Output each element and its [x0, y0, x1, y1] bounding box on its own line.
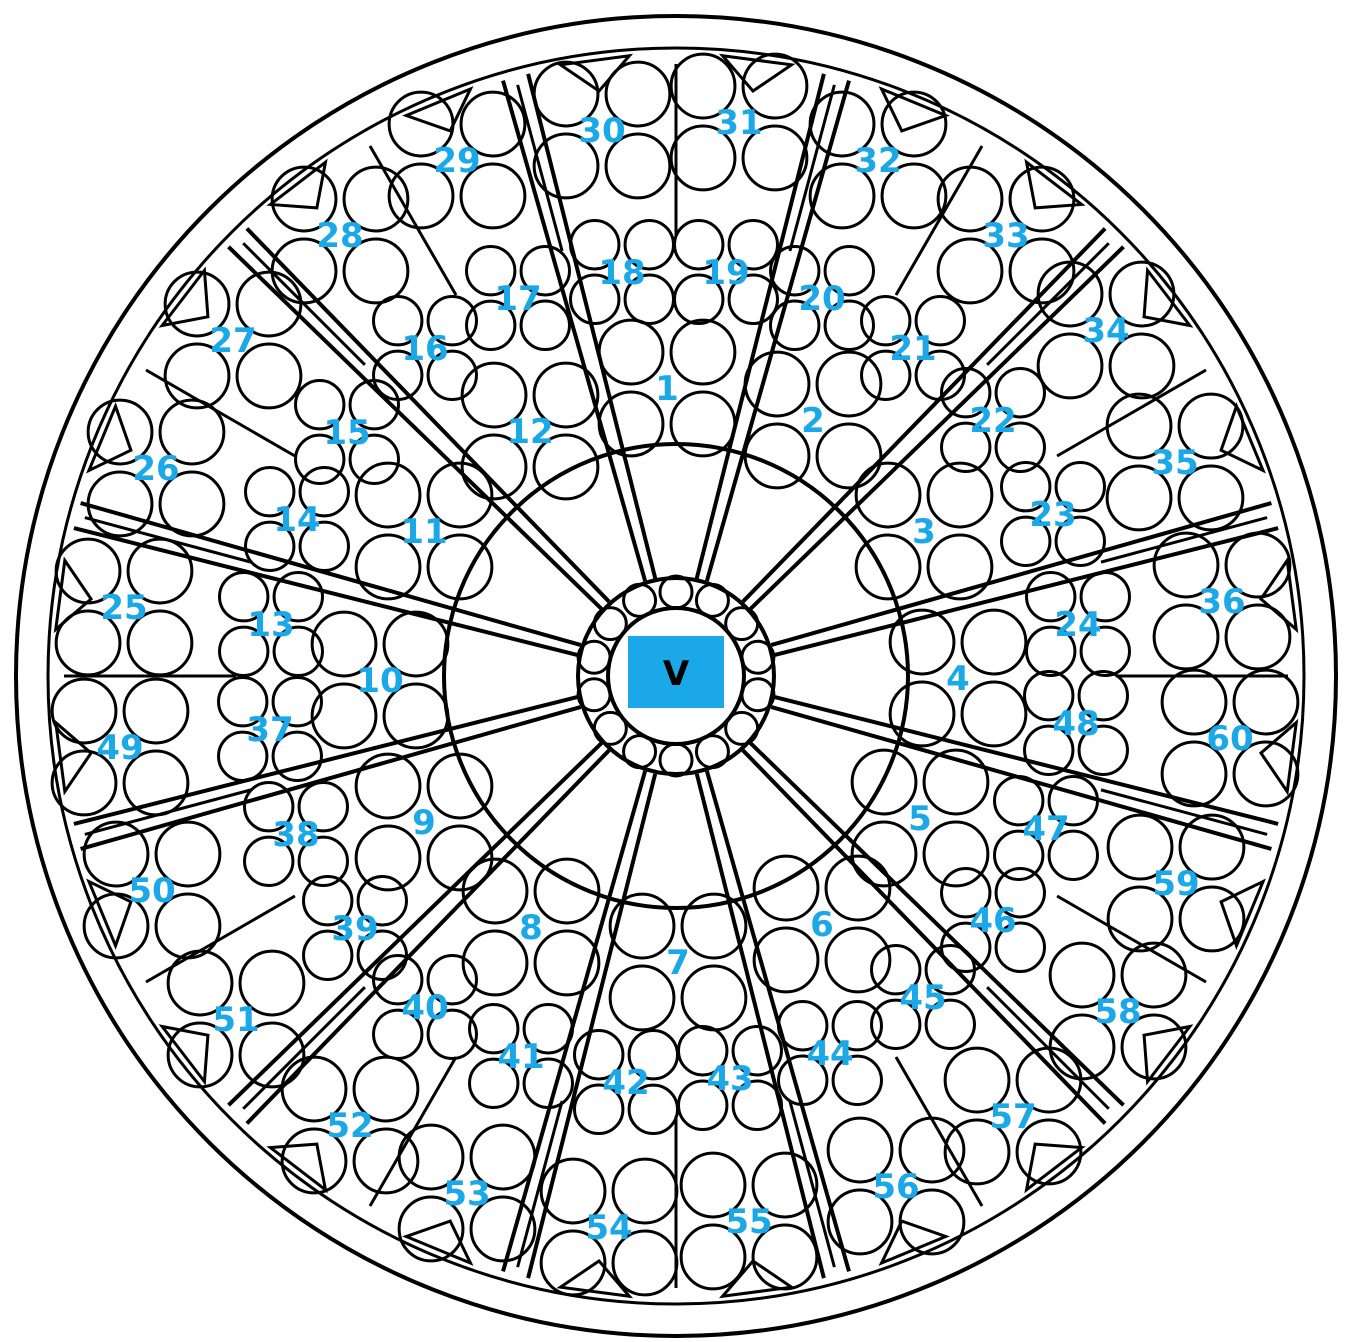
center-medallion: V	[628, 636, 724, 708]
pane-7-label: 7	[666, 943, 690, 983]
pane-46-label: 46	[969, 901, 1016, 941]
pane-17-label: 17	[494, 279, 541, 319]
pane-40-label: 40	[401, 988, 448, 1028]
center-label: V	[663, 654, 690, 694]
pane-10-label: 10	[356, 661, 403, 701]
hub-lobe	[578, 679, 610, 711]
pane-30-label: 30	[578, 111, 625, 151]
spoke	[81, 707, 581, 849]
pane-42-label: 42	[602, 1063, 649, 1103]
pane-35-label: 35	[1151, 443, 1198, 483]
pane-18-label: 18	[598, 253, 645, 293]
hub-lobe	[624, 736, 656, 768]
pane-1-label: 1	[655, 369, 679, 409]
pane-8-label: 8	[519, 908, 543, 948]
pane-23-label: 23	[1029, 495, 1076, 535]
pane-50-label: 50	[128, 871, 175, 911]
pane-59-label: 59	[1152, 864, 1199, 904]
hub-lobe	[726, 712, 758, 744]
hub-lobe	[742, 641, 774, 673]
pane-55-label: 55	[725, 1202, 772, 1242]
pane-4-label: 4	[946, 659, 970, 699]
pane-22-label: 22	[969, 401, 1016, 441]
pane-2-label: 2	[801, 401, 825, 441]
minor-spoke	[1057, 896, 1206, 982]
pane-21-label: 21	[889, 329, 936, 369]
pane-14-label: 14	[273, 500, 320, 540]
minor-spoke	[1101, 518, 1267, 563]
pane-53-label: 53	[443, 1174, 490, 1214]
rim-triangle	[561, 1261, 630, 1296]
rim-triangle	[270, 1144, 325, 1190]
pane-26-label: 26	[132, 449, 179, 489]
hub-lobe	[726, 608, 758, 640]
pane-16-label: 16	[401, 329, 448, 369]
pane-3-label: 3	[912, 512, 936, 552]
rim-triangle	[1144, 270, 1190, 325]
pane-34-label: 34	[1082, 311, 1129, 351]
pane-19-label: 19	[702, 253, 749, 293]
hub-lobe	[696, 584, 728, 616]
pane-37-label: 37	[246, 710, 293, 750]
pane-28-label: 28	[316, 216, 363, 256]
pane-5-label: 5	[908, 799, 932, 839]
pane-6-label: 6	[810, 905, 834, 945]
spoke	[74, 697, 578, 824]
pane-60-label: 60	[1206, 719, 1253, 759]
spoke	[74, 528, 578, 655]
pane-11-label: 11	[400, 512, 447, 552]
hub-lobe	[594, 712, 626, 744]
pane-25-label: 25	[100, 588, 147, 628]
pane-32-label: 32	[854, 141, 901, 181]
pane-39-label: 39	[331, 909, 378, 949]
pane-9-label: 9	[412, 803, 436, 843]
hub-lobe	[594, 608, 626, 640]
pane-24-label: 24	[1054, 605, 1101, 645]
pane-45-label: 45	[899, 978, 946, 1018]
pane-38-label: 38	[272, 815, 319, 855]
pane-51-label: 51	[212, 1000, 259, 1040]
pane-58-label: 58	[1094, 992, 1141, 1032]
pane-29-label: 29	[433, 141, 480, 181]
pane-48-label: 48	[1052, 704, 1099, 744]
hub-lobe	[696, 736, 728, 768]
pane-52-label: 52	[326, 1106, 373, 1146]
pane-20-label: 20	[798, 279, 845, 319]
spoke	[528, 774, 655, 1278]
rim-triangle	[56, 561, 91, 630]
pane-49-label: 49	[96, 728, 143, 768]
spoke	[503, 81, 645, 581]
pane-36-label: 36	[1198, 582, 1245, 622]
pane-13-label: 13	[247, 605, 294, 645]
hub-lobe	[742, 679, 774, 711]
pane-57-label: 57	[989, 1097, 1036, 1137]
pane-27-label: 27	[209, 321, 256, 361]
hub-lobe	[624, 584, 656, 616]
hub-lobe	[660, 576, 692, 608]
pane-12-label: 12	[506, 412, 553, 452]
pane-54-label: 54	[585, 1208, 632, 1248]
hub-lobe	[660, 744, 692, 776]
pane-56-label: 56	[872, 1167, 919, 1207]
pane-33-label: 33	[982, 216, 1029, 256]
minor-spoke	[518, 1101, 563, 1267]
hub-lobe	[578, 641, 610, 673]
pane-31-label: 31	[715, 103, 762, 143]
pane-47-label: 47	[1022, 809, 1069, 849]
pane-43-label: 43	[706, 1059, 753, 1099]
pane-41-label: 41	[497, 1037, 544, 1077]
rim-triangle	[723, 1261, 792, 1296]
pane-15-label: 15	[323, 413, 370, 453]
pane-44-label: 44	[806, 1034, 853, 1074]
